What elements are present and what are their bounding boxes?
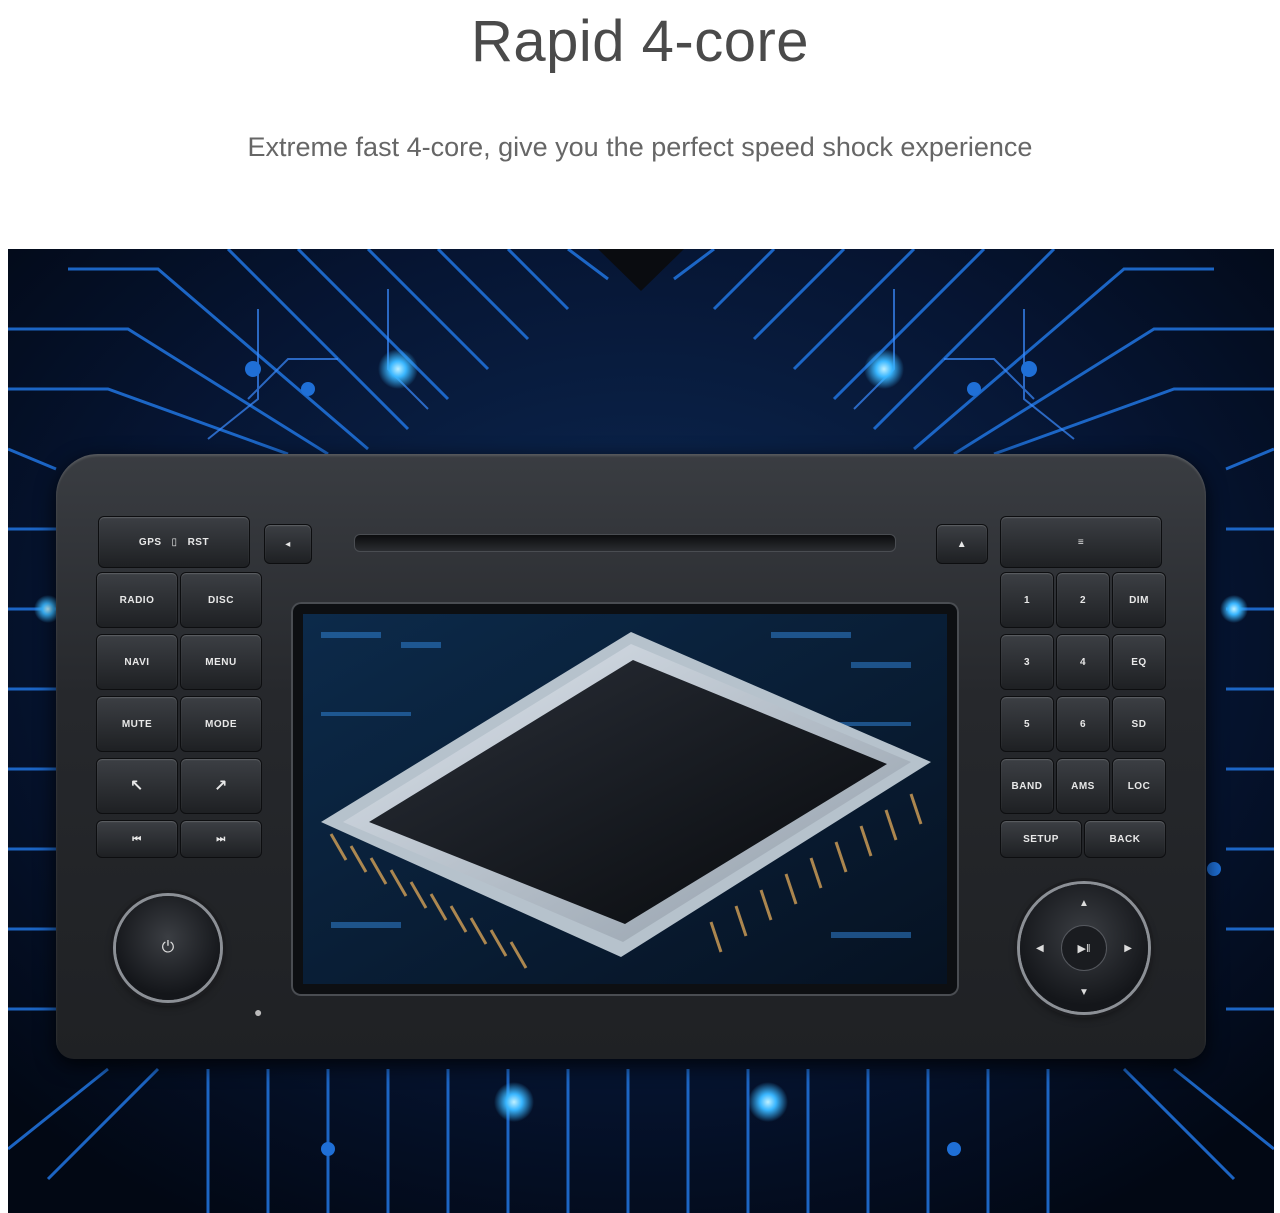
- rst-label: RST: [187, 536, 210, 548]
- next-track-button[interactable]: ⏭: [180, 820, 262, 858]
- key-6-label: 6: [1079, 718, 1087, 730]
- band-button[interactable]: BAND: [1000, 758, 1054, 814]
- call-button[interactable]: ↖: [96, 758, 178, 814]
- sd-label: SD: [1131, 718, 1147, 730]
- key-5-label: 5: [1023, 718, 1031, 730]
- key-5-button[interactable]: 5: [1000, 696, 1054, 752]
- indicator-icon: ▯: [171, 536, 178, 548]
- top-right-button[interactable]: ≡: [1000, 516, 1162, 568]
- ams-label: AMS: [1071, 780, 1095, 792]
- gps-label: GPS: [138, 536, 162, 548]
- navi-label: NAVI: [124, 656, 150, 668]
- disc-slot: [354, 534, 896, 552]
- band-label: BAND: [1011, 780, 1043, 792]
- mute-label: MUTE: [121, 718, 153, 730]
- next-track-icon: ⏭: [216, 833, 226, 845]
- top-right-label: ≡: [1077, 536, 1085, 548]
- key-2-label: 2: [1079, 594, 1087, 606]
- prev-track-icon: ⏮: [132, 833, 142, 845]
- key-1-button[interactable]: 1: [1000, 572, 1054, 628]
- key-4-label: 4: [1079, 656, 1087, 668]
- navigation-dpad[interactable]: ▲ ▼ ◀ ▶ ▶‖: [1020, 884, 1148, 1012]
- call-icon: ↖: [130, 778, 144, 795]
- eq-label: EQ: [1131, 656, 1147, 668]
- dpad-left-icon: ◀: [1036, 942, 1044, 954]
- page-headline: Rapid 4-core: [470, 9, 810, 74]
- chip-image: [303, 614, 947, 984]
- dim-button[interactable]: DIM: [1112, 572, 1166, 628]
- key-1-label: 1: [1023, 594, 1031, 606]
- key-3-label: 3: [1023, 656, 1031, 668]
- dim-label: DIM: [1129, 594, 1149, 606]
- setup-label: SETUP: [1023, 833, 1059, 845]
- loc-label: LOC: [1127, 780, 1151, 792]
- open-button[interactable]: ◂: [264, 524, 312, 564]
- mode-button[interactable]: MODE: [180, 696, 262, 752]
- key-2-button[interactable]: 2: [1056, 572, 1110, 628]
- radio-button[interactable]: RADIO: [96, 572, 178, 628]
- sd-button[interactable]: SD: [1112, 696, 1166, 752]
- prev-track-button[interactable]: ⏮: [96, 820, 178, 858]
- mode-label: MODE: [205, 718, 237, 730]
- open-icon: ◂: [285, 538, 291, 550]
- loc-button[interactable]: LOC: [1112, 758, 1166, 814]
- hangup-icon: ↗: [214, 778, 228, 795]
- ams-button[interactable]: AMS: [1056, 758, 1110, 814]
- eq-button[interactable]: EQ: [1112, 634, 1166, 690]
- play-pause-icon[interactable]: ▶‖: [1061, 925, 1107, 971]
- mic-icon: ●: [254, 1004, 263, 1020]
- dpad-right-icon: ▶: [1124, 942, 1132, 954]
- back-button[interactable]: BACK: [1084, 820, 1166, 858]
- eject-icon: ▲: [956, 538, 968, 550]
- back-label: BACK: [1109, 833, 1141, 845]
- page-subline: Extreme fast 4-core, give you the perfec…: [247, 132, 1033, 162]
- setup-button[interactable]: SETUP: [1000, 820, 1082, 858]
- eject-button[interactable]: ▲: [936, 524, 988, 564]
- gps-rst-button[interactable]: GPS ▯ RST: [98, 516, 250, 568]
- disc-button[interactable]: DISC: [180, 572, 262, 628]
- key-6-button[interactable]: 6: [1056, 696, 1110, 752]
- key-4-button[interactable]: 4: [1056, 634, 1110, 690]
- key-3-button[interactable]: 3: [1000, 634, 1054, 690]
- navi-button[interactable]: NAVI: [96, 634, 178, 690]
- power-volume-knob[interactable]: ⏻: [116, 896, 220, 1000]
- menu-button[interactable]: MENU: [180, 634, 262, 690]
- car-stereo-unit: GPS ▯ RST ◂ ▲ ≡ RADIO DISC NAVI MENU MUT…: [56, 454, 1206, 1059]
- display-screen: [291, 602, 959, 996]
- menu-label: MENU: [205, 656, 237, 668]
- product-image: GPS ▯ RST ◂ ▲ ≡ RADIO DISC NAVI MENU MUT…: [8, 249, 1274, 1213]
- mute-button[interactable]: MUTE: [96, 696, 178, 752]
- hangup-button[interactable]: ↗: [180, 758, 262, 814]
- disc-label: DISC: [208, 594, 234, 606]
- radio-label: RADIO: [119, 594, 155, 606]
- dpad-up-icon: ▲: [1079, 898, 1089, 909]
- dpad-down-icon: ▼: [1079, 987, 1089, 998]
- power-icon: ⏻: [161, 939, 175, 956]
